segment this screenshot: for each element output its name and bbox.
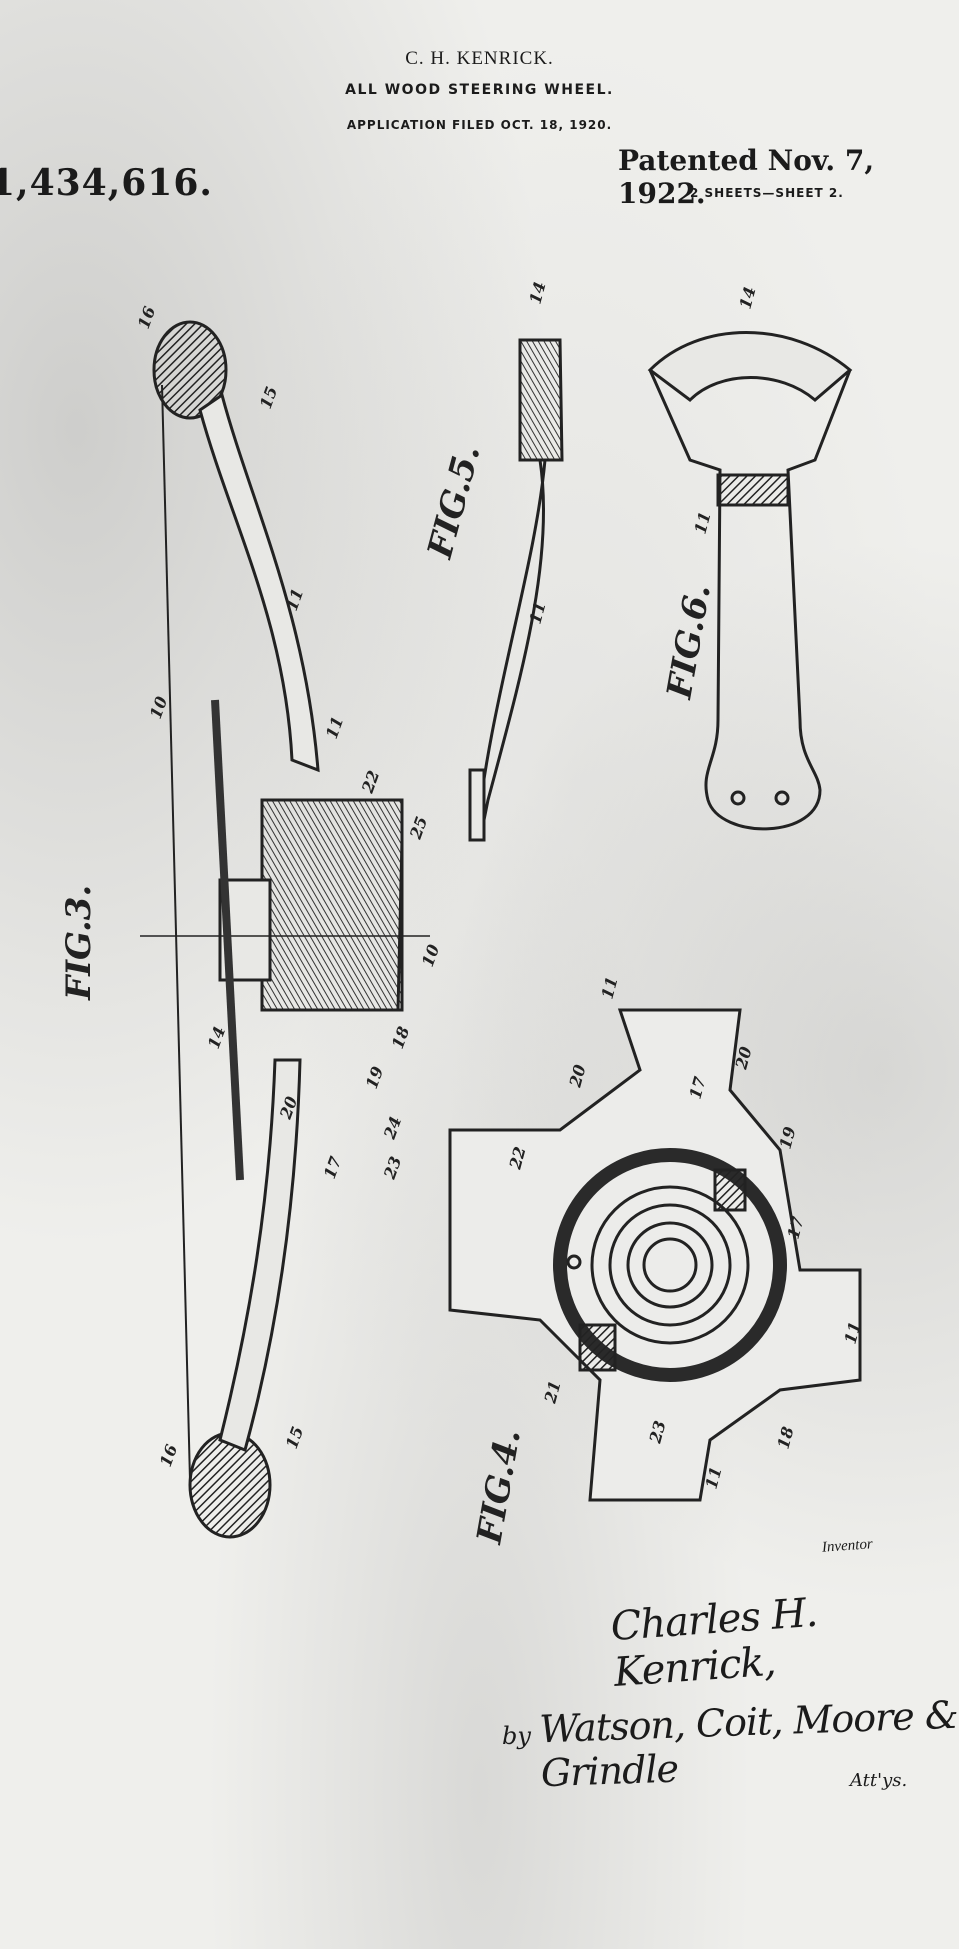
svg-text:10: 10 <box>418 942 443 969</box>
by-label: by <box>502 1722 531 1750</box>
svg-text:19: 19 <box>362 1064 387 1091</box>
svg-text:16: 16 <box>156 1442 181 1469</box>
figure-5-label: FIG.5. <box>420 441 489 564</box>
svg-text:18: 18 <box>388 1024 413 1051</box>
svg-text:23: 23 <box>380 1154 406 1182</box>
figure-4-label: FIG.4. <box>469 1426 529 1547</box>
figure-6-label: FIG.6. <box>659 581 719 702</box>
inventor-label: Inventor <box>821 1536 874 1556</box>
figure-3-label: FIG.3. <box>59 885 99 1001</box>
svg-text:17: 17 <box>320 1154 345 1181</box>
svg-text:11: 11 <box>691 510 715 536</box>
patent-number: 1,434,616. <box>0 162 213 204</box>
svg-text:14: 14 <box>526 280 550 306</box>
figure-4-reference-numerals: 11 20 17 20 19 22 17 11 21 23 18 11 <box>505 975 864 1491</box>
svg-text:11: 11 <box>598 975 622 1001</box>
svg-text:21: 21 <box>540 1379 564 1406</box>
svg-text:14: 14 <box>736 285 760 311</box>
svg-text:11: 11 <box>282 586 307 613</box>
svg-text:15: 15 <box>256 384 281 411</box>
svg-text:10: 10 <box>146 694 171 721</box>
svg-text:14: 14 <box>204 1024 229 1051</box>
svg-text:15: 15 <box>282 1424 307 1451</box>
patented-date: Patented Nov. 7, 1922. <box>618 144 875 210</box>
svg-text:16: 16 <box>134 304 159 331</box>
figure-6-drawing <box>647 331 853 831</box>
svg-text:19: 19 <box>776 1125 800 1151</box>
svg-text:11: 11 <box>322 714 347 741</box>
filing-date: APPLICATION FILED OCT. 18, 1920. <box>346 118 613 132</box>
svg-text:18: 18 <box>774 1425 798 1451</box>
sheet-count: 2 SHEETS—SHEET 2. <box>690 186 844 200</box>
svg-text:20: 20 <box>565 1063 589 1090</box>
figure-5-drawing <box>468 338 564 842</box>
attorneys-label: Att'ys. <box>850 1770 908 1791</box>
svg-text:22: 22 <box>358 768 384 796</box>
figure-4-drawing <box>448 1008 862 1502</box>
svg-text:25: 25 <box>406 814 432 842</box>
svg-text:24: 24 <box>380 1114 406 1142</box>
patent-title: ALL WOOD STEERING WHEEL. <box>345 82 614 98</box>
inventor-name: C. H. KENRICK. <box>405 48 554 69</box>
figure-3-drawing <box>140 320 430 1539</box>
